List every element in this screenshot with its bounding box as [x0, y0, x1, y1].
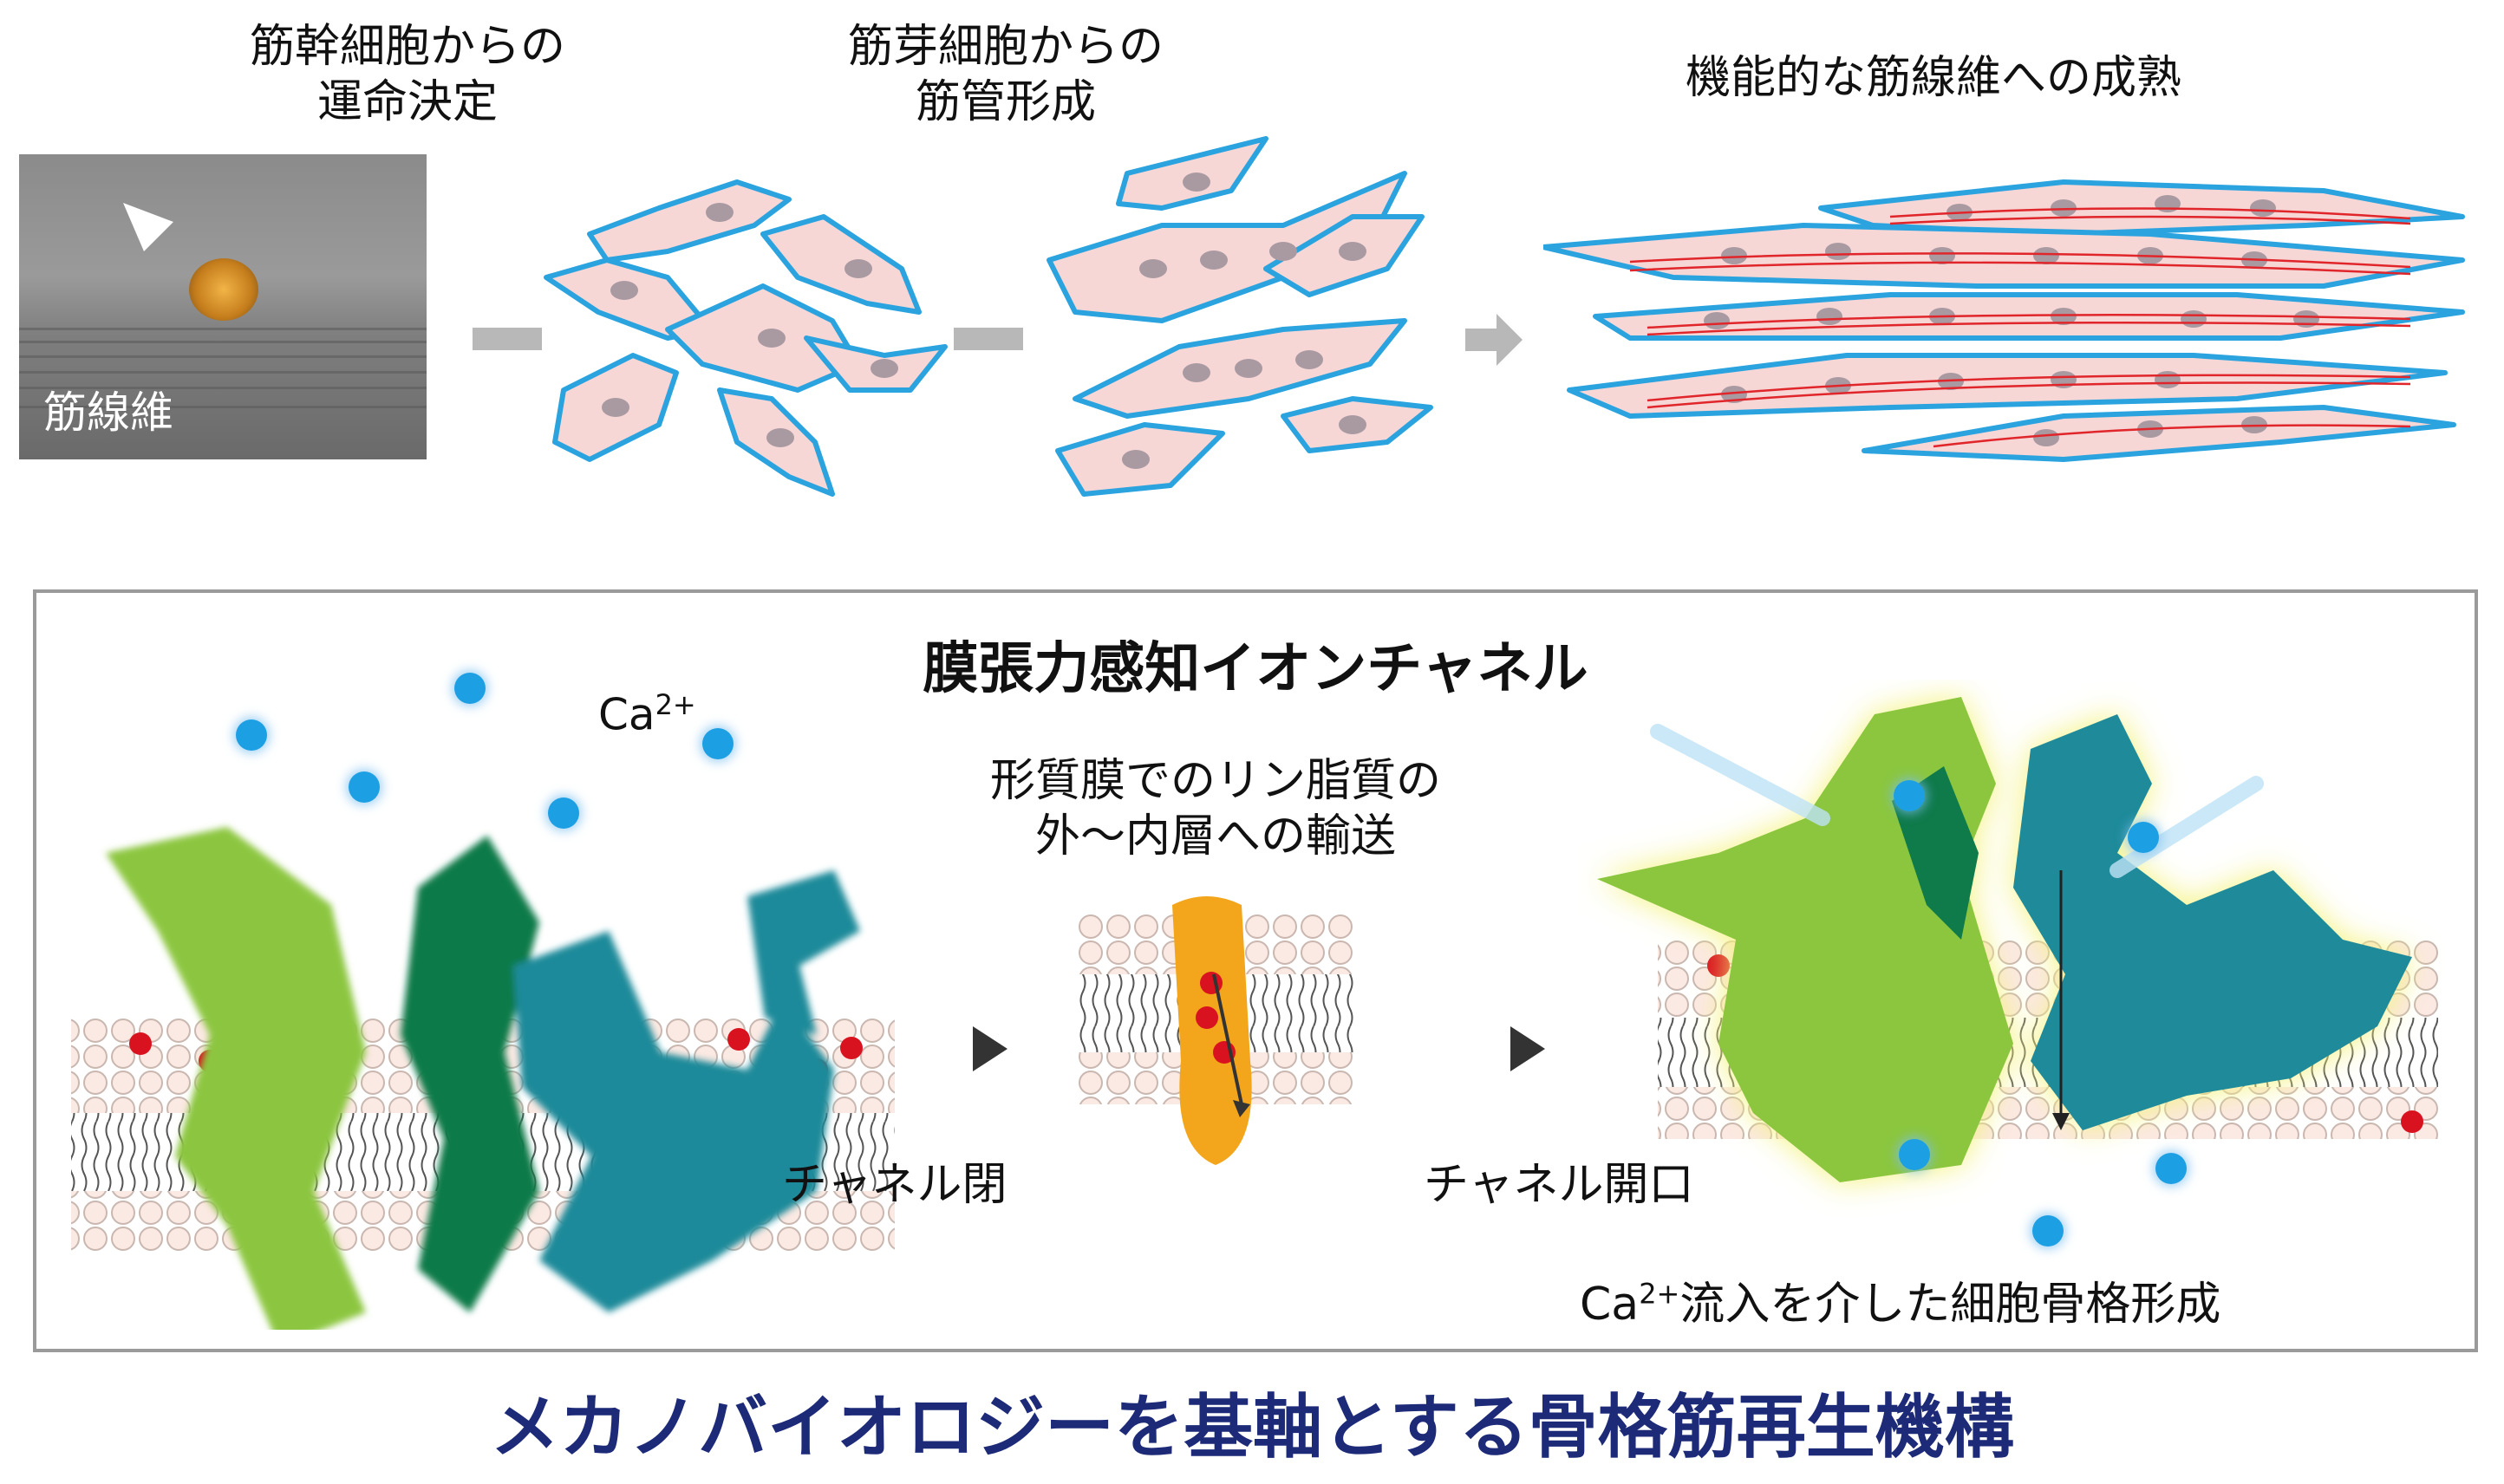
ca-ion-6: [1894, 780, 1925, 811]
ca-ion-9: [2155, 1153, 2187, 1184]
closed-label: チャネル閉: [782, 1159, 1007, 1211]
myotube-cluster: [1047, 136, 1433, 497]
muscle-fiber-photo: 筋線維: [19, 154, 427, 459]
ca-ion-1: [236, 719, 267, 751]
step2-text: 筋芽細胞からの 筋管形成: [847, 21, 1164, 128]
connector-2: [954, 328, 1023, 350]
channel-panel: 膜張力感知イオンチャネル Ca2+ 形質膜: [33, 589, 2478, 1352]
photo-label: 筋線維: [43, 387, 173, 438]
closed-channel-illustration: [71, 827, 895, 1330]
step-arrow-2: [1510, 1026, 1545, 1071]
figure-title: メカノバイオロジーを基軸とする骨格筋再生機構: [490, 1387, 2014, 1468]
pointer-arrowhead-icon: [123, 203, 173, 251]
ca-ion-7: [2128, 822, 2159, 853]
ca-ion-8: [1899, 1139, 1930, 1170]
step1-text: 筋幹細胞からの 運命決定: [249, 21, 565, 128]
influx-charge: 2+: [1639, 1277, 1680, 1311]
transport-text: 形質膜でのリン脂質の 外〜内層への輸送: [989, 755, 1441, 862]
connector-1: [473, 328, 542, 350]
flippase-illustration: [1077, 896, 1354, 1165]
step3-label: 機能的な筋線維への成熟: [1543, 50, 2324, 106]
ca-ion-2: [454, 673, 486, 704]
open-label: チャネル開口: [1424, 1159, 1694, 1211]
mature-myofiber-bundle: [1543, 179, 2465, 462]
transport-label: 形質膜でのリン脂質の 外〜内層への輸送: [955, 753, 1476, 864]
ca-charge: 2+: [655, 688, 696, 721]
satellite-cell: [189, 258, 258, 321]
panel-title: 膜張力感知イオンチャネル: [923, 637, 1588, 701]
step1-label: 筋幹細胞からの 運命決定: [147, 19, 668, 130]
influx-ca: Ca: [1580, 1279, 1640, 1331]
myoblast-cluster: [544, 179, 948, 497]
step3-text: 機能的な筋線維への成熟: [1685, 52, 2181, 104]
ca-text: Ca: [598, 689, 655, 740]
step-arrow-1: [973, 1026, 1007, 1071]
ca-ion-label: Ca2+: [598, 688, 696, 740]
influx-text: 流入を介した細胞骨格形成: [1679, 1279, 2221, 1331]
step2-label: 筋芽細胞からの 筋管形成: [746, 19, 1266, 130]
open-channel-illustration: [1597, 697, 2438, 1182]
ca-ion-3: [349, 771, 380, 803]
arrow-right-icon: [1465, 314, 1523, 366]
ca-ion-4: [548, 797, 579, 829]
influx-label: Ca2+流入を介した細胞骨格形成: [1580, 1267, 2220, 1332]
ca-ion-5: [702, 728, 734, 759]
ca-ion-10: [2032, 1215, 2064, 1246]
